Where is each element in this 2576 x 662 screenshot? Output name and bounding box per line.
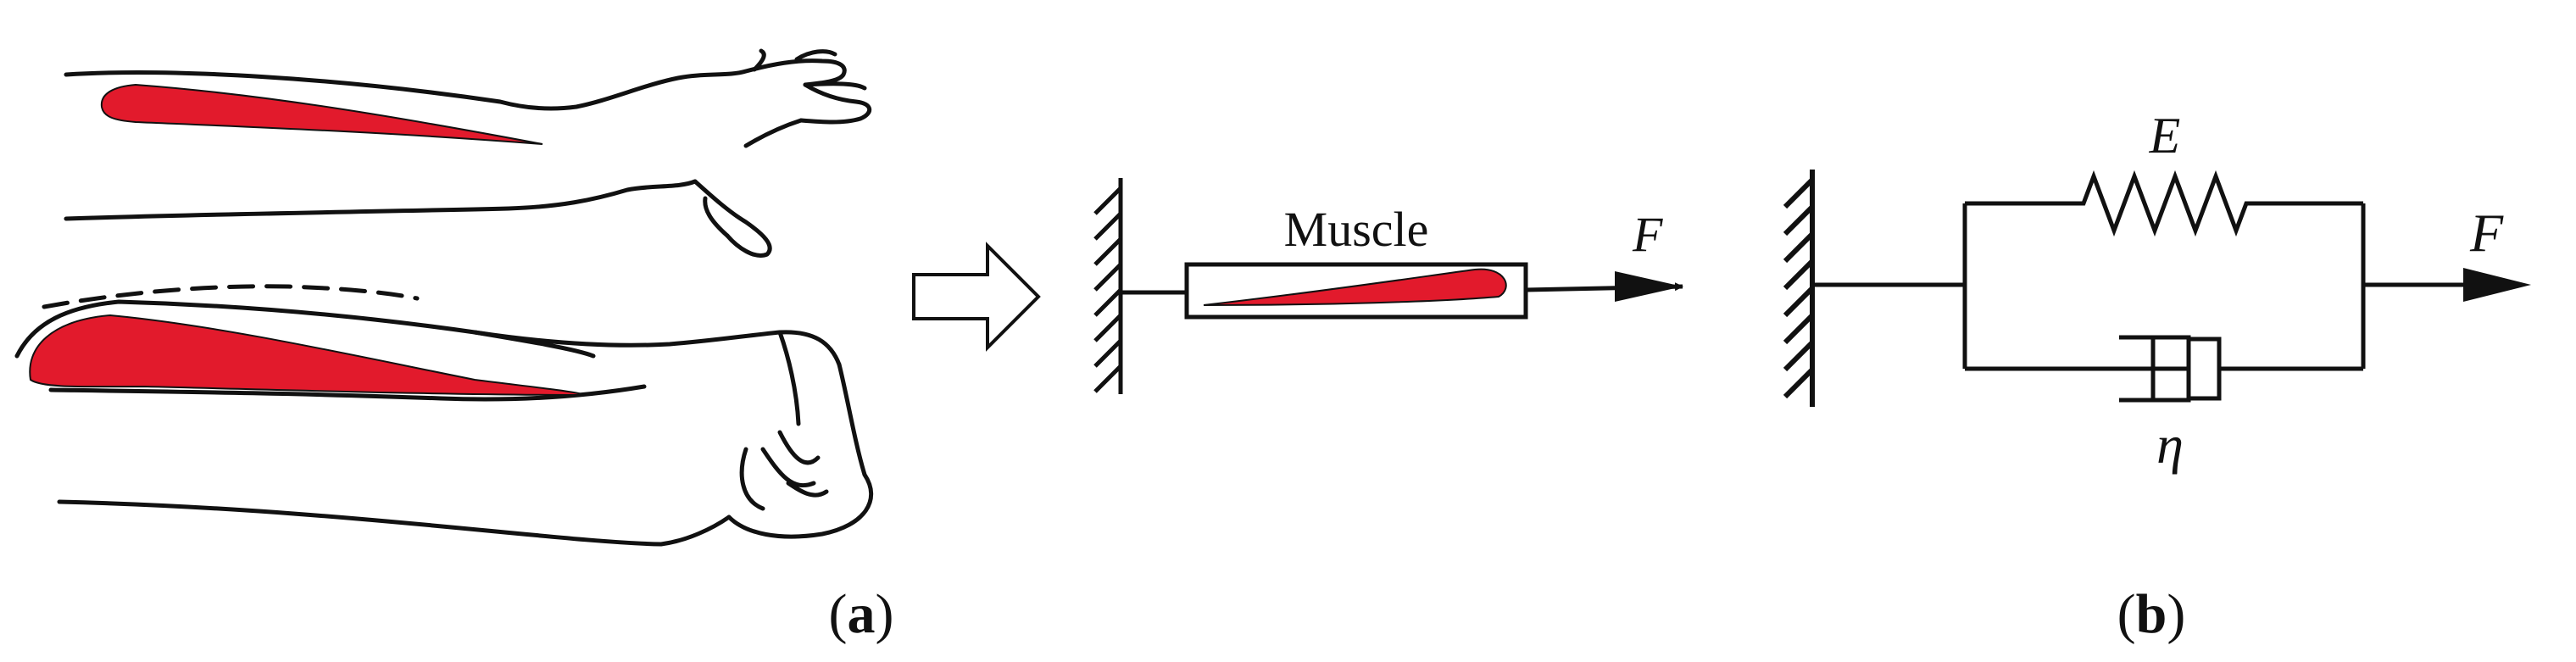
muscle-label: Muscle (1284, 202, 1429, 257)
panel-b-label-open: ( (2117, 583, 2136, 645)
muscle-shape-in-box (1203, 268, 1507, 306)
panel-b-label-close: ) (2167, 583, 2185, 645)
wall-fixed-support-b (1783, 170, 1815, 407)
wall-fixed-support-a (1093, 178, 1123, 394)
panel-b-label-letter: b (2136, 583, 2167, 645)
panel-a-label-open: ( (829, 583, 848, 645)
kelvin-voigt-frame (1962, 203, 2366, 369)
relaxed-muscle (100, 83, 543, 145)
force-arrowhead-b (2463, 268, 2531, 302)
contracted-muscle (29, 314, 586, 396)
force-label-a: F (1632, 207, 1663, 262)
spring-label: E (2149, 108, 2181, 164)
panel-a-label-close: ) (876, 583, 894, 645)
damper-element (1965, 335, 2363, 403)
panel-a: Muscle F (a) (14, 48, 1683, 645)
relaxed-arm-illustration (64, 48, 872, 258)
panel-a-label-letter: a (848, 583, 876, 645)
spring-element (1965, 170, 2363, 237)
damper-label: η (2156, 414, 2184, 475)
panel-b-label: (b) (2117, 583, 2186, 645)
transition-arrow-icon (912, 242, 1041, 352)
force-arrowhead-a (1615, 271, 1683, 302)
force-label-b: F (2469, 203, 2504, 263)
panel-b: E η F (b) (1783, 108, 2531, 645)
panel-a-label: (a) (829, 583, 894, 645)
